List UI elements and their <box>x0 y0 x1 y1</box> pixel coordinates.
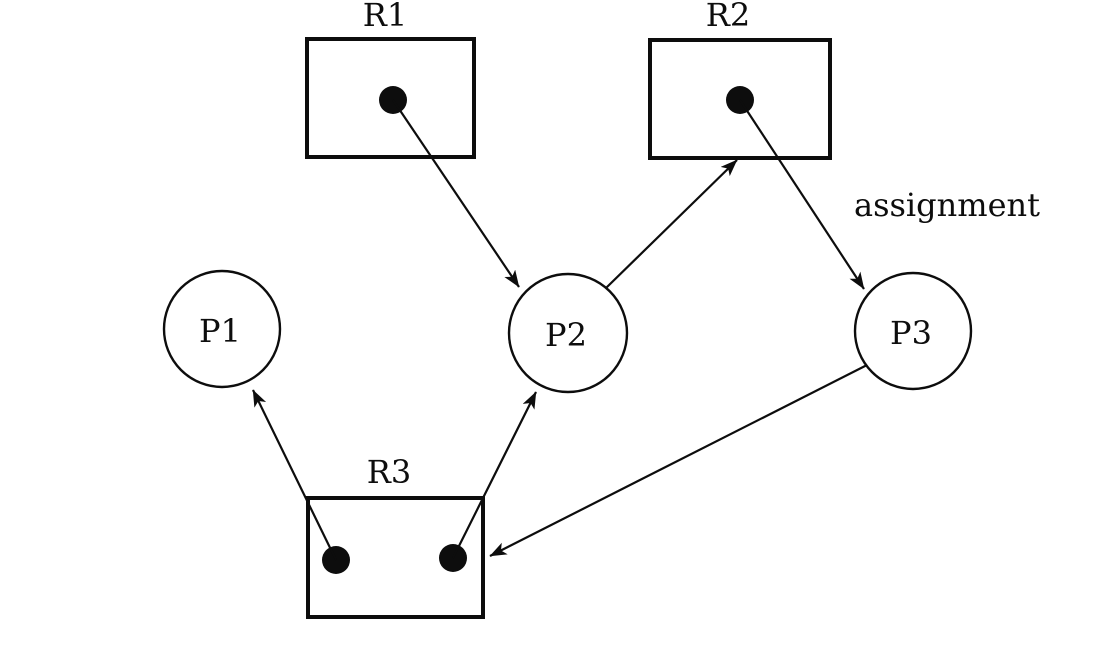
resource-label-r2: R2 <box>706 0 750 34</box>
assignment-annotation: assignment <box>854 186 1040 224</box>
resource-box-r1 <box>305 37 476 159</box>
resource-label-r1: R1 <box>363 0 407 34</box>
request-edge-p2-to-r2 <box>605 159 738 289</box>
process-label-p2: P2 <box>545 316 587 354</box>
process-label-p1: P1 <box>199 312 241 350</box>
resource-box-r3 <box>306 496 485 619</box>
process-node-p1 <box>162 269 282 389</box>
resource-label-r3: R3 <box>367 453 411 491</box>
process-node-p2 <box>507 272 629 394</box>
process-node-p3 <box>853 271 973 391</box>
assignment-edge-r3-to-p2 <box>452 391 537 559</box>
request-edge-p3-to-r3 <box>489 363 870 557</box>
assignment-edge-r2-to-p3 <box>739 99 865 290</box>
process-label-p3: P3 <box>890 314 932 352</box>
resource-box-r2 <box>648 38 832 160</box>
assignment-edge-r3-to-p1 <box>252 389 337 561</box>
assignment-edge-r1-to-p2 <box>392 99 520 288</box>
